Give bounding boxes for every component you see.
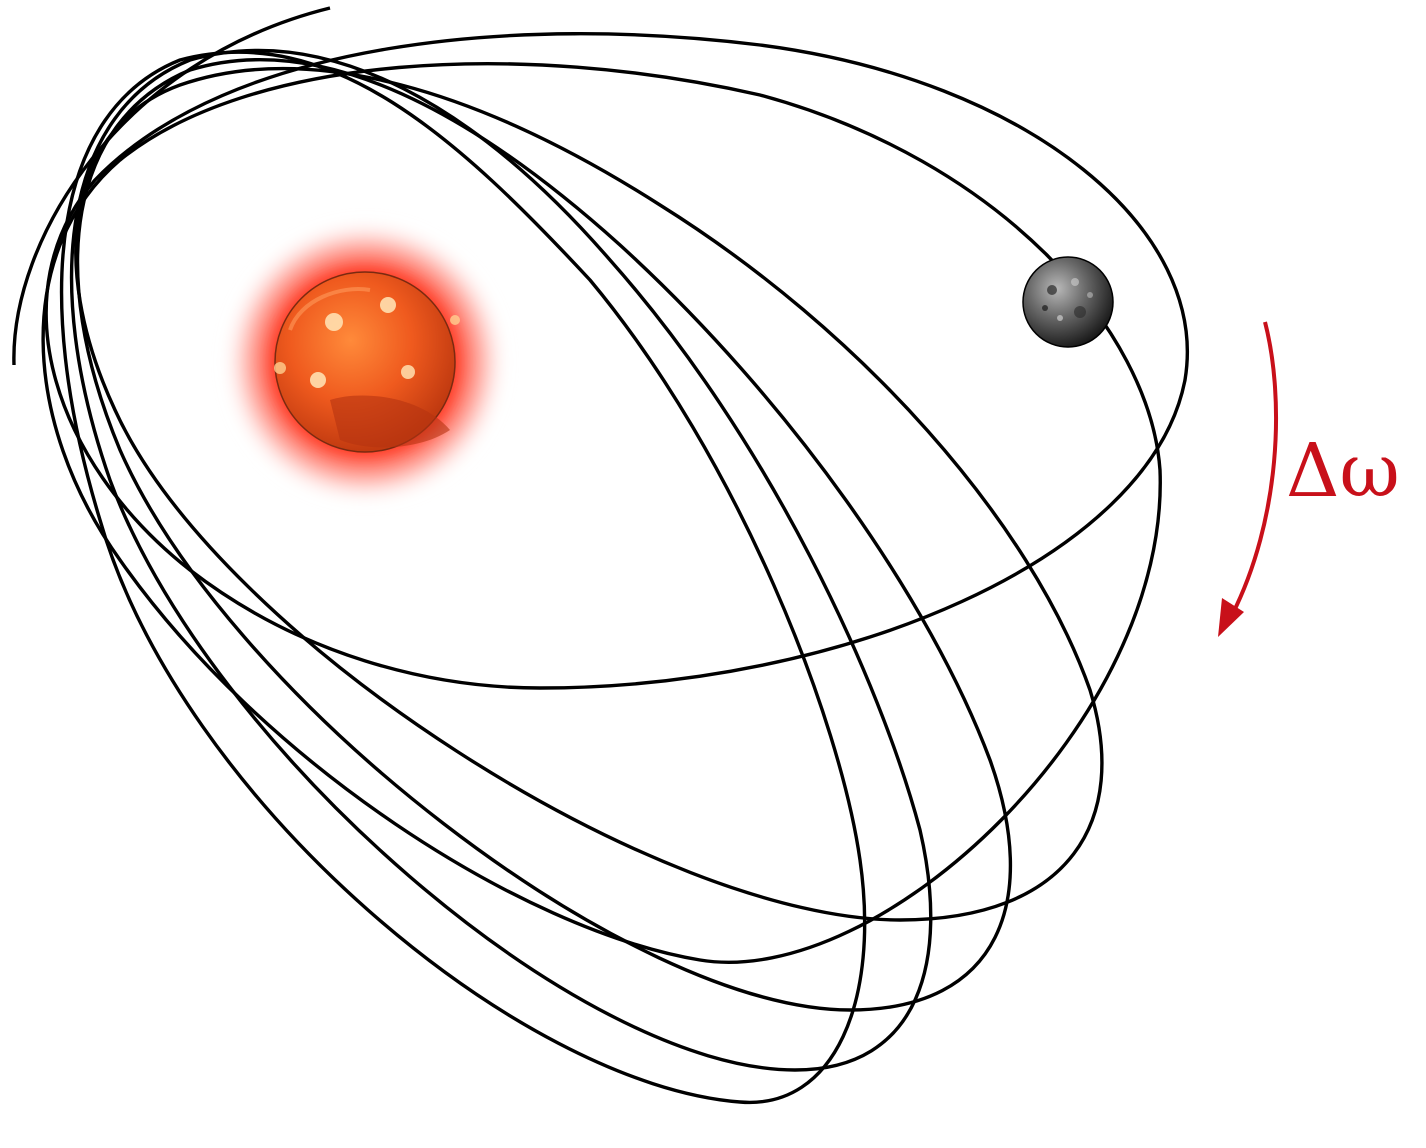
precession-label: Δω (1286, 428, 1400, 514)
orbit-trail (12, 6, 331, 366)
orbit-ellipse-4 (69, 48, 933, 1072)
orbit-ellipse-3 (75, 57, 1013, 1012)
precession-arrow-icon (1218, 321, 1278, 637)
orbit-ellipse-2 (74, 66, 1104, 922)
cratered-planet-icon (1022, 256, 1114, 348)
orbit-ellipse-5 (59, 50, 867, 1104)
red-star-icon (220, 217, 510, 507)
orbit-ellipse-6 (41, 62, 1162, 964)
orbits-group (12, 6, 1189, 1104)
orbit-ellipse-1 (44, 32, 1189, 690)
